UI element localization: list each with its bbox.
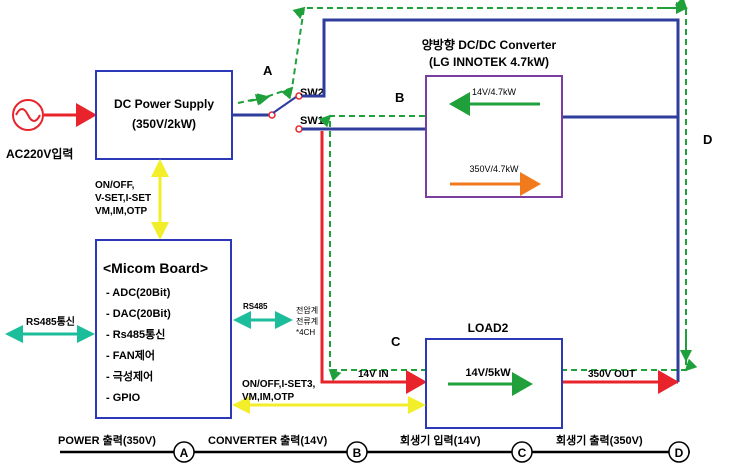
load-label-c: C [391, 334, 401, 349]
legend-marker-d-label: D [675, 446, 684, 460]
legend-text-regen-in: 회생기 입력(14V) [400, 433, 481, 447]
converter-label-b: B [395, 90, 404, 105]
legend-marker-a-label: A [180, 446, 189, 460]
load-signals-line2: VM,IM,OTP [242, 392, 295, 403]
switch-arm [272, 96, 297, 114]
control-signals-line1: ON/OFF, [95, 180, 135, 191]
micom-item: - Rs485통신 [106, 327, 165, 341]
legend-text-converter: CONVERTER 출력(14V) [208, 433, 328, 447]
power-supply-rating: (350V/2kW) [132, 117, 196, 131]
legend-marker-d [668, 441, 690, 463]
micom-item: - FAN제어 [106, 348, 155, 362]
converter-title: 양방향 DC/DC Converter [422, 37, 557, 52]
load-rating: 14V/5kW [465, 367, 511, 379]
micom-item: - 극성제어 [106, 369, 153, 383]
dc-power-supply-block [95, 70, 233, 160]
legend-marker-b-label: B [353, 446, 362, 460]
converter-subtitle: (LG INNOTEK 4.7kW) [429, 55, 549, 69]
meter-note-line1: 전압계 [296, 305, 318, 315]
micom-title: <Micom Board> [103, 260, 208, 276]
legend-marker-a [173, 441, 195, 463]
legend-marker-b [346, 441, 368, 463]
rs485-right-label: RS485 [243, 302, 268, 311]
sw1-label: SW1 [300, 115, 324, 127]
switch-label-a: A [263, 63, 273, 78]
micom-item: - DAC(20Bit) [106, 308, 171, 320]
load-in-label: 14V IN [358, 369, 389, 380]
rs485-left-label: RS485통신 [26, 315, 75, 328]
ac-source-icon [12, 99, 44, 131]
right-label-d: D [703, 132, 712, 147]
micom-item: - GPIO [106, 392, 141, 404]
legend-marker-c-label: C [518, 446, 527, 460]
legend-marker-c [511, 441, 533, 463]
meter-note-line2: 전류계 [296, 316, 318, 326]
load-out-label: 350V OUT [588, 369, 635, 380]
sw2-blue-bus [302, 18, 680, 382]
legend-text-power: POWER 출력(350V) [58, 433, 156, 447]
micom-item: - ADC(20Bit) [106, 287, 171, 299]
meter-note-line3: *4CH [296, 328, 315, 337]
load-signals-line1: ON/OFF,I-SET3, [242, 379, 316, 390]
ac-source-label: AC220V입력 [6, 147, 73, 161]
green-arrow-switch [249, 93, 270, 106]
control-signals-line3: VM,IM,OTP [95, 206, 148, 217]
legend-text-regen-out: 회생기 출력(350V) [556, 433, 643, 447]
converter-reverse-rating: 14V/4.7kW [472, 87, 517, 97]
control-signals-line2: V-SET,I-SET [95, 193, 151, 204]
load-title: LOAD2 [468, 321, 509, 335]
ac-source: AC220V입력 [6, 99, 73, 161]
red-14v-input-line [320, 131, 427, 394]
micom-board-block [95, 239, 232, 419]
power-supply-title: DC Power Supply [114, 97, 214, 111]
converter-forward-rating: 350V/4.7kW [469, 164, 519, 174]
